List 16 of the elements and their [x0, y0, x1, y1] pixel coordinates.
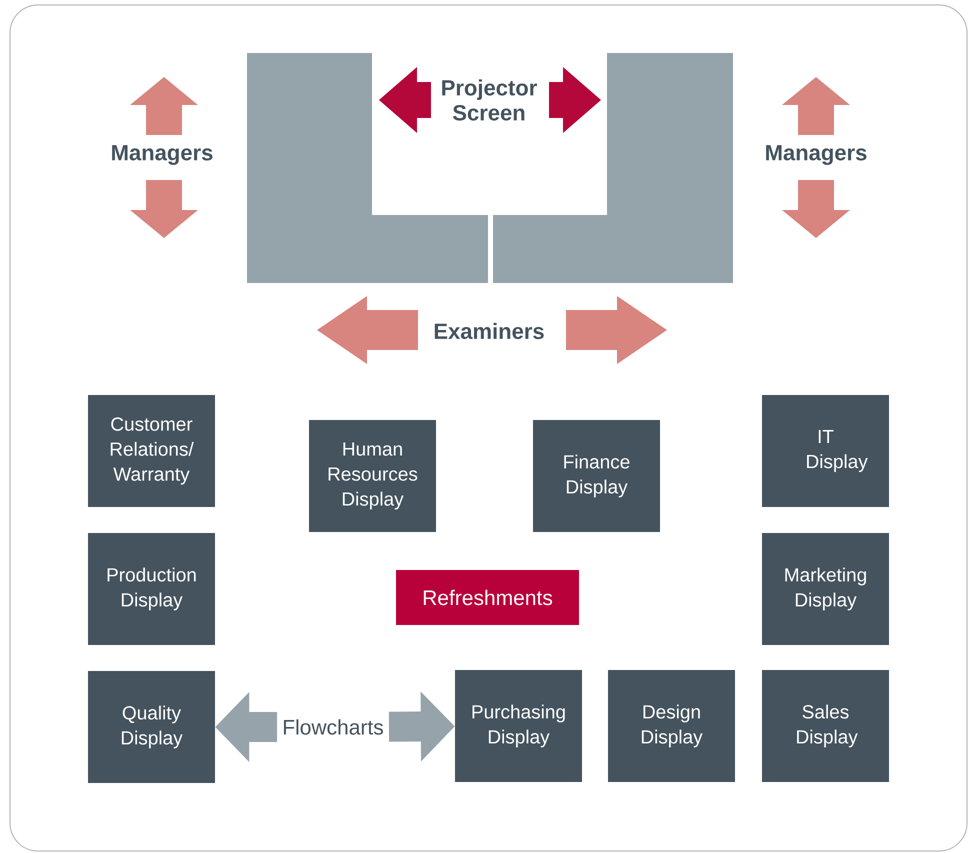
- refreshments-box: Refreshments: [396, 570, 579, 625]
- display-box: Human Resources Display: [309, 420, 436, 532]
- display-box: Quality Display: [88, 671, 215, 783]
- area-label: Managers: [766, 145, 866, 165]
- display-box: Design Display: [608, 670, 735, 782]
- area-label: Projector Screen: [442, 79, 537, 121]
- display-box: Production Display: [88, 533, 215, 645]
- flowcharts-text: Flowcharts: [284, 719, 383, 735]
- display-box: Customer Relations/ Warranty: [88, 395, 215, 507]
- area-label: Examiners: [434, 322, 544, 340]
- display-box: Finance Display: [533, 420, 660, 532]
- display-box: Purchasing Display: [455, 670, 582, 782]
- display-box: IT Display: [762, 395, 889, 507]
- display-box: Marketing Display: [762, 533, 889, 645]
- display-box: Sales Display: [762, 670, 889, 782]
- area-label: Managers: [112, 145, 212, 165]
